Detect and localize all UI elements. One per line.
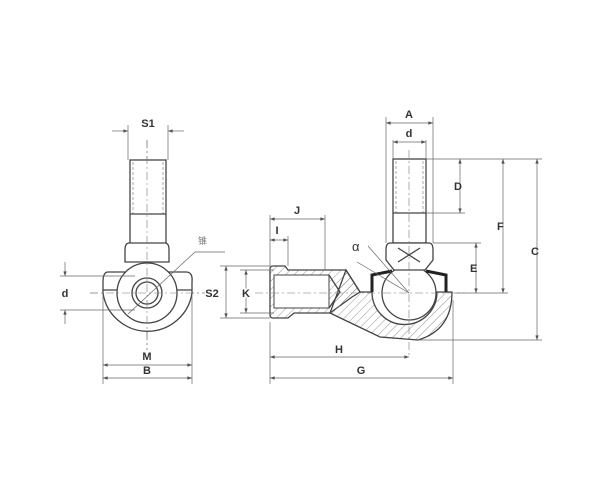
section-stud [392,158,427,244]
seal-boot [370,269,448,292]
dim-K: K [242,288,250,300]
dim-d-section: d [406,128,413,140]
dim-I: I [275,225,278,237]
stud [129,159,167,245]
dim-H: H [335,344,343,356]
bore-tip [328,274,341,309]
section-view: α A d D F E C J I S2 [205,109,542,384]
dim-C: C [531,246,539,258]
front-view: 锥 S1 d M B [60,118,225,384]
hex-cross [397,247,421,263]
dim-d: d [62,288,69,300]
dim-A: A [405,109,413,121]
dim-S1: S1 [141,118,154,130]
alpha-line [356,261,410,294]
dim-B: B [143,365,151,377]
cone-note: 锥 [198,235,207,247]
dim-G: G [357,365,366,377]
dim-E: E [470,263,477,275]
dim-M: M [142,351,151,363]
hex-neck [385,242,434,271]
housing-body [329,268,453,341]
leader-line [127,251,225,315]
dim-J: J [294,205,300,217]
dim-F: F [497,221,504,233]
alpha-line [367,245,410,294]
thread-bore [273,274,330,309]
dim-D: D [454,181,462,193]
dim-S2: S2 [205,288,218,300]
dim-alpha: α [352,239,360,254]
